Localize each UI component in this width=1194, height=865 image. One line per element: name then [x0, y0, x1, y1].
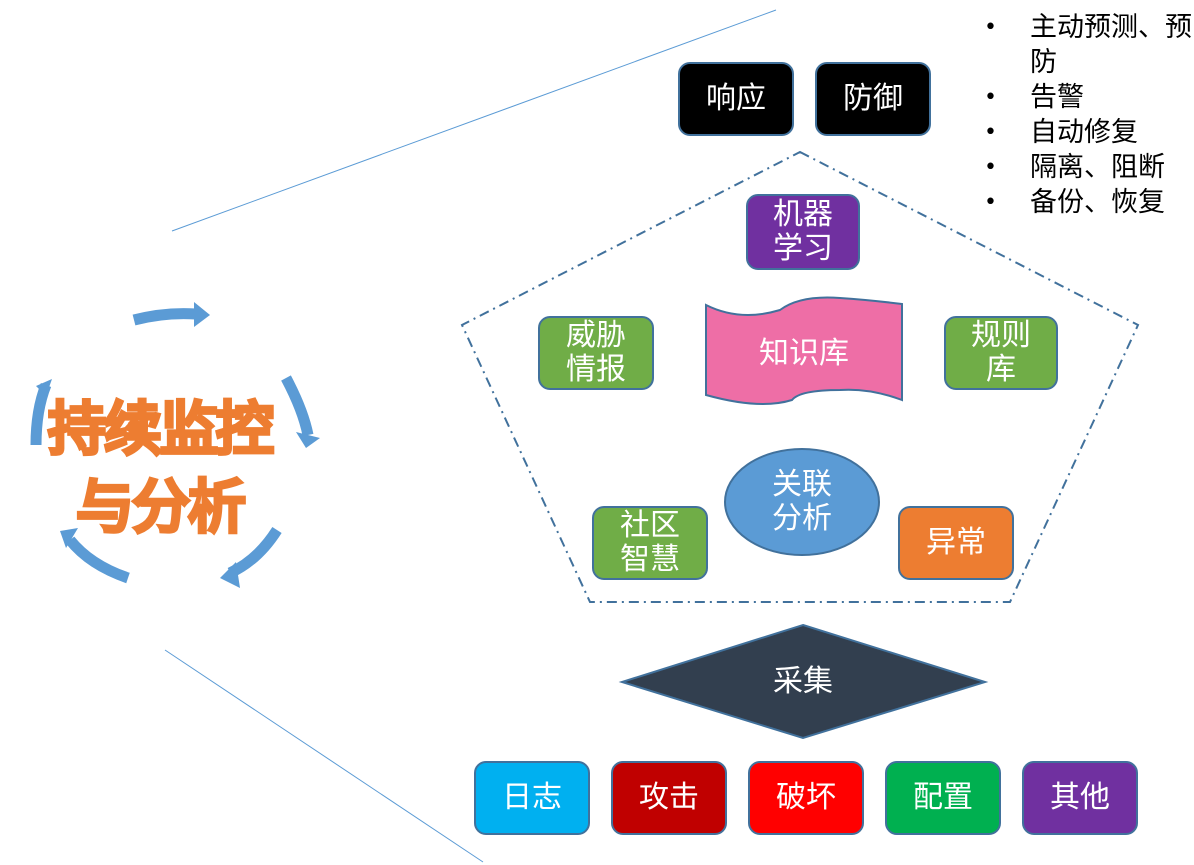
- source-label: 破坏: [776, 780, 836, 815]
- source-config-box[interactable]: 配置: [885, 761, 1001, 835]
- zoom-line-bottom: [164, 649, 484, 863]
- source-damage-box[interactable]: 破坏: [748, 761, 864, 835]
- source-label: 攻击: [639, 780, 699, 815]
- rule-base-label: 规则 库: [971, 318, 1031, 387]
- cycle-title-line1: 持续监控: [46, 394, 275, 465]
- correlation-label: 关联 分析: [772, 467, 832, 536]
- cycle-arrowheads: [36, 302, 320, 588]
- arrowhead-icon: [36, 379, 52, 396]
- analysis-pentagon-boundary: [460, 150, 1140, 603]
- zoom-line-top: [171, 9, 777, 232]
- cycle-title-line2: 与分析: [74, 472, 247, 543]
- response-label: 响应: [706, 81, 766, 116]
- defense-label: 防御: [843, 81, 903, 116]
- source-logs-box[interactable]: 日志: [474, 761, 590, 835]
- cycle-title: 持续监控 与分析: [20, 390, 300, 546]
- source-attack-box[interactable]: 攻击: [611, 761, 727, 835]
- threat-intel-box[interactable]: 威胁 情报: [538, 316, 654, 390]
- source-label: 配置: [913, 780, 973, 815]
- cycle-arrow-bottom-left: [65, 536, 130, 584]
- list-item: 自动修复: [982, 115, 1192, 150]
- anomaly-label: 异常: [926, 525, 986, 560]
- correlation-box[interactable]: 关联 分析: [726, 462, 878, 542]
- arrowhead-icon: [60, 528, 78, 548]
- rule-base-box[interactable]: 规则 库: [944, 316, 1058, 390]
- source-other-box[interactable]: 其他: [1022, 761, 1138, 835]
- response-box[interactable]: 响应: [678, 62, 794, 136]
- source-label: 其他: [1050, 780, 1110, 815]
- response-actions-list: 主动预测、预防 告警 自动修复 隔离、阻断 备份、恢复: [982, 10, 1192, 220]
- collect-box[interactable]: 采集: [722, 660, 884, 704]
- threat-intel-label: 威胁 情报: [566, 318, 626, 387]
- community-label: 社区 智慧: [620, 508, 680, 577]
- cycle-arrow-top: [132, 308, 197, 326]
- collect-label: 采集: [773, 664, 833, 699]
- list-item: 隔离、阻断: [982, 150, 1192, 185]
- cycle-arrow-right: [281, 375, 314, 437]
- arrowhead-icon: [194, 302, 210, 327]
- list-item: 备份、恢复: [982, 185, 1192, 220]
- list-item: 主动预测、预防: [982, 10, 1192, 80]
- knowledge-base-box[interactable]: 知识库: [706, 322, 902, 386]
- machine-learning-label: 机器 学习: [773, 197, 833, 266]
- list-item: 告警: [982, 80, 1192, 115]
- knowledge-base-label: 知识库: [759, 336, 849, 371]
- arrowhead-icon: [296, 432, 320, 448]
- arrowhead-icon: [220, 562, 240, 588]
- source-label: 日志: [502, 780, 562, 815]
- knowledge-base-shape: [705, 296, 903, 405]
- community-box[interactable]: 社区 智慧: [592, 506, 708, 580]
- collect-diamond: [618, 623, 989, 740]
- machine-learning-box[interactable]: 机器 学习: [746, 194, 860, 270]
- correlation-ellipse: [724, 448, 880, 556]
- defense-box[interactable]: 防御: [815, 62, 931, 136]
- anomaly-box[interactable]: 异常: [898, 506, 1014, 580]
